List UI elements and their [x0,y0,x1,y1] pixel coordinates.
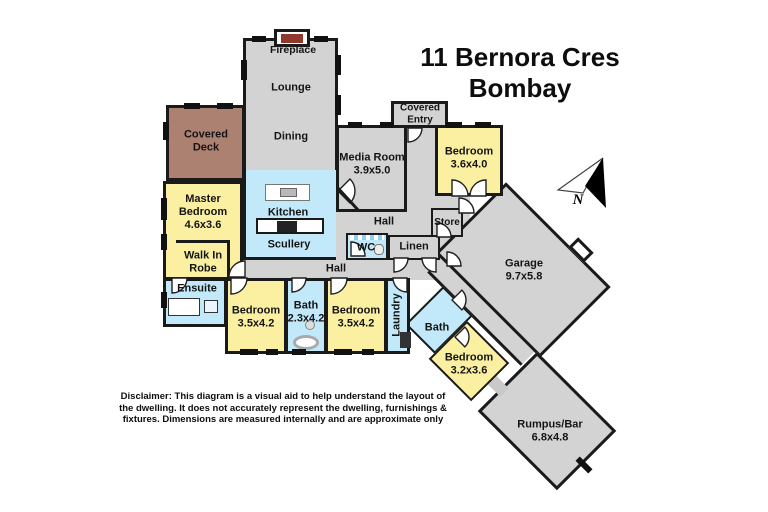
label-hall-upper: Hall [373,215,395,228]
window-dash [161,234,167,250]
label-bedroom-diagonal-name: Bedroom [444,351,494,364]
north-label: N [572,192,585,208]
label-rumpus-bar: Rumpus/Bar 6.8x4.8 [505,418,595,444]
label-linen: Linen [399,240,429,253]
wc-window-band [350,235,384,240]
window-dash [161,198,167,220]
window-dash [292,349,306,355]
label-covered-entry: Covered Entry [399,102,440,125]
window-dash [446,122,462,128]
label-garage-name: Garage [505,257,543,270]
window-dash [335,55,341,75]
label-laundry: Laundry [390,293,403,337]
window-dash [314,36,328,42]
bath-basin [305,320,315,330]
label-hall-lower: Hall [325,262,347,275]
label-master-bedroom: Master Bedroom 4.6x3.6 [167,193,239,231]
label-walk-in-robe: Walk In Robe [183,249,223,274]
room-walk-in-robe [176,240,230,280]
window-dash [240,349,258,355]
label-lounge: Lounge [271,81,311,94]
window-dash [252,36,266,42]
window-dash [266,349,278,355]
ensuite-fixture [204,300,218,313]
label-bedroom-sw1: Bedroom 3.5x4.2 [224,304,288,330]
label-kitchen: Kitchen [267,206,309,219]
label-bedroom-ne-name: Bedroom [444,145,494,158]
window-dash [217,103,233,109]
label-garage: Garage 9.7x5.8 [489,257,559,283]
window-dash [335,95,341,115]
north-arrow-solid [585,158,606,208]
window-dash [348,122,362,128]
label-rumpus-bar-dims: 6.8x4.8 [531,431,569,443]
scullery-stove [277,221,297,232]
room-linen [388,235,440,260]
label-bedroom-sw1-name: Bedroom [231,304,281,317]
window-dash [161,292,167,308]
label-bedroom-sw2-name: Bedroom [331,304,381,317]
label-rumpus-bar-name: Rumpus/Bar [517,418,583,431]
north-arrow-icon: N [556,157,606,208]
window-dash [380,122,394,128]
label-media-room: Media Room 3.9x5.0 [327,151,417,177]
label-covered-deck: Covered Deck [183,128,229,153]
window-dash [362,349,374,355]
label-dining: Dining [273,130,309,143]
window-dash [163,122,169,140]
label-bedroom-sw2: Bedroom 3.5x4.2 [324,304,388,330]
window-dash [184,103,200,109]
label-master-bedroom-name: Master Bedroom [178,192,228,218]
label-bedroom-diagonal: Bedroom 3.2x3.6 [436,351,502,377]
label-bath-main: Bath 2.3x4.2 [284,299,328,325]
plan-title: 11 Bernora Cres Bombay [390,42,650,104]
label-bath-diagonal: Bath [424,321,450,334]
label-store: Store [434,217,460,229]
label-bedroom-sw2-dims: 3.5x4.2 [337,317,375,329]
label-bedroom-diagonal-dims: 3.2x3.6 [450,364,488,376]
room-covered-entry [391,101,448,128]
room-hall-lower [241,256,448,280]
label-garage-dims: 9.7x5.8 [505,270,543,282]
fireplace-hearth [281,34,303,43]
label-bath-main-name: Bath [293,299,319,312]
label-scullery: Scullery [267,238,311,251]
laundry-appliance [400,332,411,348]
label-media-room-dims: 3.9x5.0 [353,164,391,176]
label-wc: WC [356,241,376,254]
label-fireplace: Fireplace [269,43,317,56]
label-bedroom-sw1-dims: 3.5x4.2 [237,317,275,329]
plan-title-line2: Bombay [468,73,572,103]
window-dash [241,60,247,80]
label-media-room-name: Media Room [339,151,405,164]
plan-title-line1: 11 Bernora Cres [420,42,620,72]
label-bath-main-dims: 2.3x4.2 [287,312,325,324]
wc-pan [374,244,384,255]
ensuite-vanity [168,298,200,316]
room-bedroom-ne [435,125,503,196]
label-master-bedroom-dims: 4.6x3.6 [184,218,222,231]
label-bedroom-ne: Bedroom 3.6x4.0 [434,145,504,171]
disclaimer-text: Disclaimer: This diagram is a visual aid… [119,391,447,425]
window-dash [475,122,491,128]
bathtub [293,335,319,350]
kitchen-sink [280,188,297,197]
window-dash [334,349,352,355]
label-ensuite: Ensuite [177,282,217,295]
label-bedroom-ne-dims: 3.6x4.0 [450,158,488,170]
